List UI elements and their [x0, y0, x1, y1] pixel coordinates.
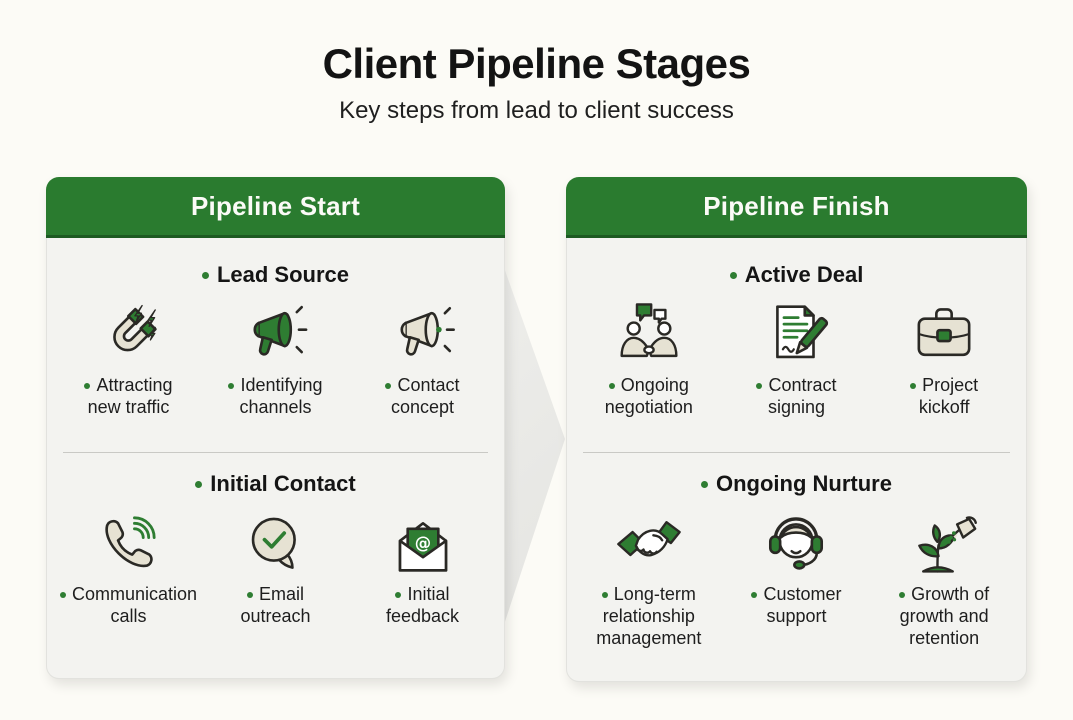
- item-label: Identifying channels: [239, 375, 323, 417]
- bullet-icon: [395, 592, 402, 598]
- list-item: Contact concept: [349, 296, 496, 418]
- list-item: Long-term relationship management: [575, 505, 723, 649]
- megaphone-icon: [349, 296, 496, 372]
- section-heading-label: Initial Contact: [210, 471, 356, 496]
- section-heading: Ongoing Nurture: [567, 471, 1026, 497]
- bullet-icon: [701, 481, 708, 488]
- list-item: Growth of growth and retention: [870, 505, 1018, 649]
- section-heading-label: Active Deal: [744, 262, 864, 287]
- item-label: Growth of growth and retention: [899, 584, 990, 648]
- panel-header-label: Pipeline Finish: [703, 190, 890, 221]
- item-row: Attracting new traffic Identifying chann…: [47, 296, 504, 418]
- bullet-icon: [246, 592, 253, 598]
- negotiation-icon: [575, 296, 723, 372]
- list-item: Project kickoff: [870, 296, 1018, 418]
- section-heading-label: Lead Source: [216, 262, 350, 287]
- list-item: @ Initial feedback: [349, 505, 496, 627]
- item-label: Long-term relationship management: [596, 584, 702, 648]
- item-label: Contract signing: [767, 375, 837, 417]
- bullet-icon: [84, 383, 91, 389]
- section-heading: Lead Source: [47, 262, 504, 288]
- list-item: Communication calls: [55, 505, 202, 627]
- list-item: Ongoing negotiation: [575, 296, 723, 418]
- item-label: Contact concept: [390, 375, 460, 417]
- bullet-icon: [756, 383, 763, 389]
- section-heading: Active Deal: [567, 262, 1026, 288]
- item-label: Project kickoff: [918, 375, 979, 417]
- bullet-icon: [201, 272, 209, 279]
- list-item: Identifying channels: [202, 296, 349, 418]
- bullet-icon: [899, 592, 906, 598]
- list-item: Email outreach: [202, 505, 349, 627]
- phone-call-icon: [55, 505, 202, 581]
- page-title: Client Pipeline Stages: [322, 40, 751, 87]
- panel-body: Lead Source: [47, 238, 504, 678]
- bullet-icon: [228, 383, 235, 389]
- item-label: Communication calls: [71, 584, 198, 626]
- panel-header-label: Pipeline Start: [191, 190, 360, 221]
- section-lead-source: Lead Source: [47, 238, 504, 452]
- list-item: Attracting new traffic: [55, 296, 202, 418]
- item-row: Long-term relationship management: [567, 505, 1026, 649]
- section-initial-contact: Initial Contact Commun: [47, 453, 504, 678]
- panel-body: Active Deal O: [567, 238, 1026, 681]
- bullet-icon: [910, 383, 917, 389]
- bullet-icon: [608, 383, 615, 389]
- magnet-icon: [55, 296, 202, 372]
- item-row: Communication calls Email outreach: [47, 505, 504, 627]
- bullet-icon: [751, 592, 758, 598]
- panel-header: Pipeline Finish: [566, 177, 1027, 238]
- panel-pipeline-start: Pipeline Start Lead Source: [46, 177, 505, 679]
- contract-signing-icon: [723, 296, 871, 372]
- page-subtitle: Key steps from lead to client success: [339, 97, 734, 124]
- svg-text:@: @: [414, 533, 430, 552]
- item-row: Ongoing negotiation: [567, 296, 1026, 418]
- bullet-icon: [59, 592, 66, 598]
- item-label: Email outreach: [240, 584, 311, 626]
- bullet-icon: [385, 383, 392, 389]
- bullet-icon: [195, 481, 203, 488]
- section-heading: Initial Contact: [47, 471, 504, 497]
- item-label: Ongoing negotiation: [604, 375, 693, 417]
- section-divider: [583, 452, 1010, 453]
- panel-pipeline-finish: Pipeline Finish Active Deal: [566, 177, 1027, 682]
- panel-header: Pipeline Start: [46, 177, 505, 238]
- list-item: Contract signing: [723, 296, 871, 418]
- email-envelope-icon: @: [349, 505, 496, 581]
- customer-support-icon: [723, 505, 871, 581]
- section-ongoing-nurture: Ongoing Nurture Long-term relationship m…: [567, 453, 1026, 681]
- list-item: Customer support: [723, 505, 871, 649]
- title-block: Client Pipeline Stages Key steps from le…: [0, 40, 1073, 125]
- flow-arrow: [497, 248, 565, 646]
- briefcase-icon: [870, 296, 1018, 372]
- plant-growth-icon: [870, 505, 1018, 581]
- bullet-icon: [601, 592, 608, 598]
- chat-check-icon: [202, 505, 349, 581]
- section-active-deal: Active Deal O: [567, 238, 1026, 452]
- item-label: Attracting new traffic: [87, 375, 173, 417]
- item-label: Initial feedback: [385, 584, 460, 626]
- bullet-icon: [729, 272, 737, 279]
- megaphone-green-icon: [202, 296, 349, 372]
- handshake-icon: [575, 505, 723, 581]
- item-label: Customer support: [763, 584, 842, 626]
- section-divider: [63, 452, 488, 453]
- section-heading-label: Ongoing Nurture: [716, 471, 892, 496]
